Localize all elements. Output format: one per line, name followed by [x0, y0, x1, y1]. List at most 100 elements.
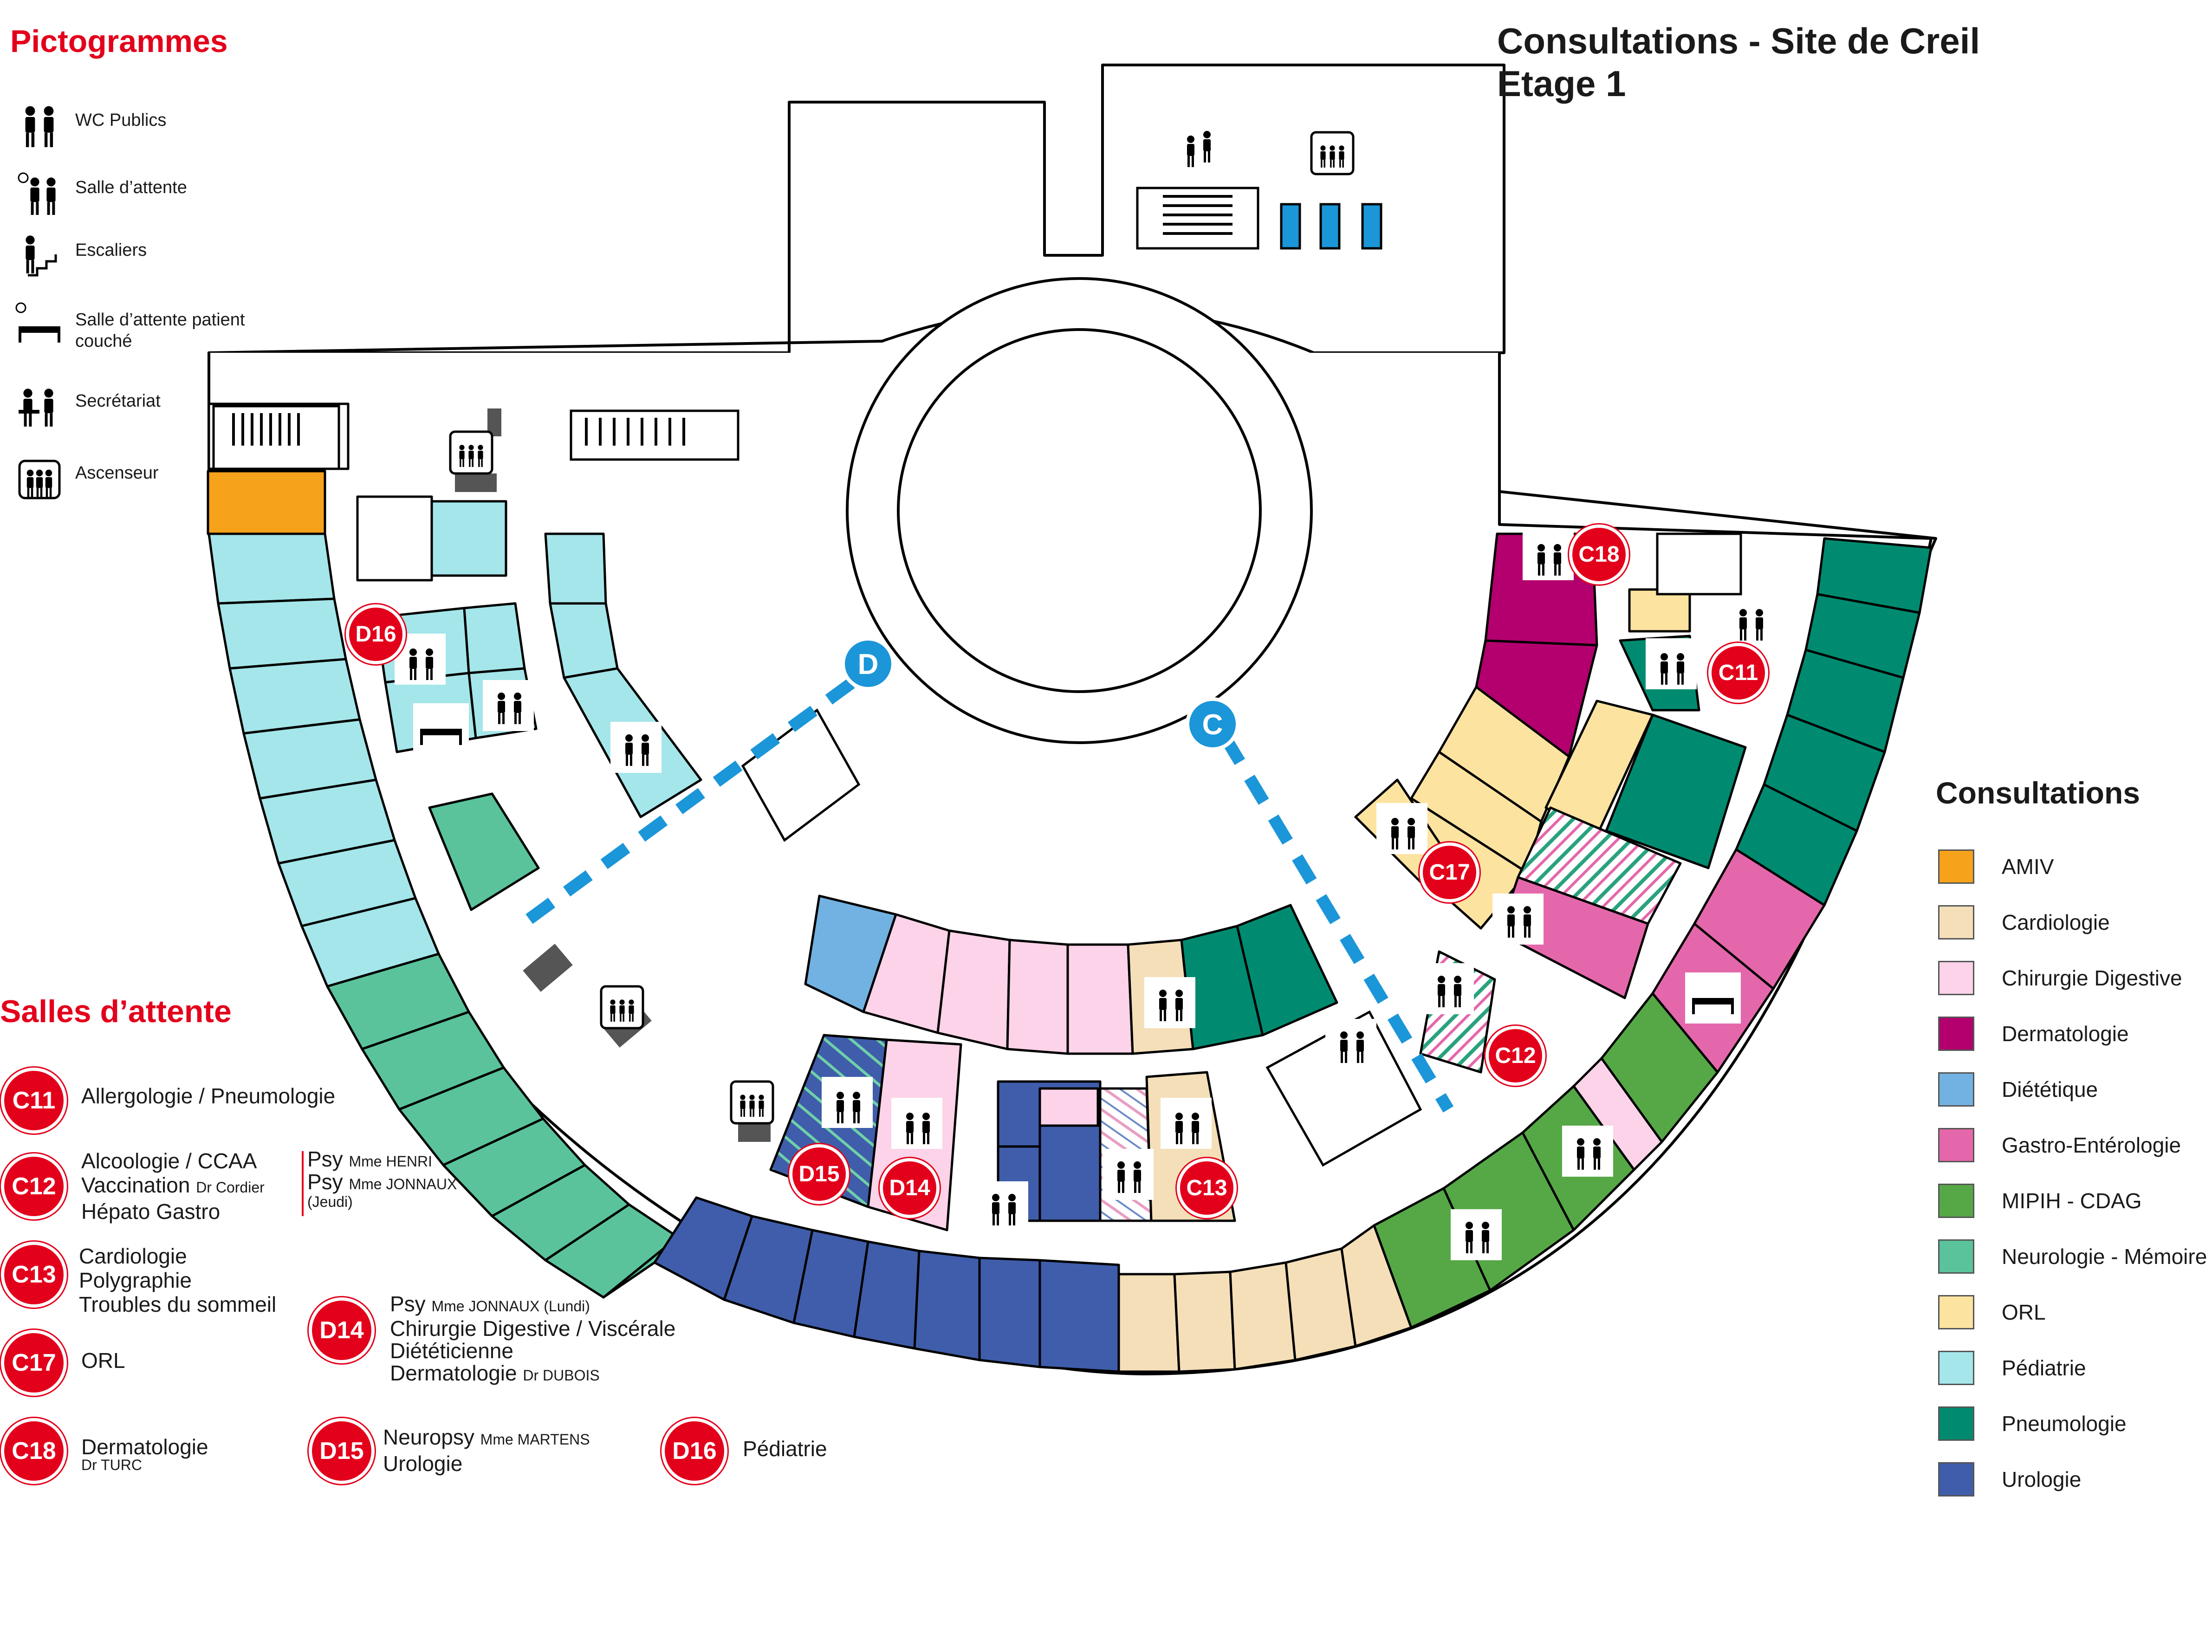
stairs-d — [741, 708, 861, 842]
room-orl — [1628, 588, 1691, 633]
salle-c17-text: ORL — [81, 1348, 125, 1373]
salle-c13-text: Cardiologie Polygraphie Troubles du somm… — [79, 1244, 276, 1316]
legend-label: ORL — [2002, 1300, 2046, 1324]
elevator-icon — [600, 985, 644, 1030]
salle-badge-d14[interactable]: D14 — [309, 1297, 375, 1363]
pictogrammes-heading: Pictogrammes — [10, 24, 228, 59]
room-urologie — [1038, 1124, 1102, 1222]
waiting-room-icon — [1376, 803, 1427, 854]
stretcher-icon — [15, 302, 60, 343]
salle-badge-c18[interactable]: C18 — [1, 1418, 67, 1484]
stretcher-icon — [413, 703, 469, 754]
room-neurologie — [428, 792, 540, 911]
map-badge-c11[interactable]: C11 — [1708, 643, 1768, 703]
picto-stairs: Escaliers — [14, 227, 302, 279]
salle-badge-c13[interactable]: C13 — [1, 1242, 67, 1308]
elevator-icon — [449, 430, 493, 475]
salle-c12-psy1: Psy — [307, 1147, 343, 1171]
salle-d15-text: Neuropsy Mme MARTENS Urologie — [383, 1425, 590, 1476]
secretariat-icon — [1451, 1209, 1502, 1260]
wc-icon — [483, 680, 534, 731]
consultations-heading: Consultations — [1936, 776, 2140, 810]
stairs-east — [1656, 532, 1742, 596]
picto-wc: WC Publics — [14, 97, 302, 149]
corridor-label-d: D — [858, 648, 879, 680]
corridor-c — [1220, 735, 1454, 1113]
picto-elevator-label: Ascenseur — [75, 463, 159, 483]
legend-swatch — [1938, 1017, 1974, 1051]
salle-c12-psy: Psy Mme HENRI Psy Mme JONNAUX (Jeudi) — [307, 1147, 457, 1209]
salle-badge-d15[interactable]: D15 — [309, 1418, 375, 1484]
salle-c13-line2: Polygraphie — [79, 1268, 192, 1292]
legend-swatch — [1938, 1462, 1974, 1497]
salle-c12-line2-small: Dr Cordier — [196, 1179, 265, 1196]
legend-label: AMIV — [2002, 855, 2054, 879]
salle-d14-line2: Chirurgie Digestive / Viscérale — [390, 1316, 676, 1341]
waiting-room-icon — [18, 172, 56, 215]
map-badge-d16[interactable]: D16 — [346, 604, 406, 664]
legend-label: Neurologie - Mémoire — [2002, 1244, 2207, 1269]
secretariat-icon — [19, 389, 53, 427]
legend-swatch — [1938, 1295, 1974, 1329]
room-urologie — [978, 1257, 1041, 1368]
salle-badge-d16[interactable]: D16 — [662, 1418, 727, 1484]
room-pediatrie — [463, 602, 526, 674]
legend-label: Gastro-Entérologie — [2002, 1133, 2181, 1157]
secretariat-icon — [610, 722, 662, 773]
secretariat-icon — [1144, 977, 1195, 1028]
map-badge-c12[interactable]: C12 — [1485, 1026, 1545, 1086]
picto-waiting-label: Salle d’attente — [75, 178, 187, 197]
room-urologie — [913, 1250, 981, 1361]
elevator-icon — [730, 1080, 774, 1125]
salle-c18-line1: Dermatologie — [81, 1435, 208, 1459]
room-pediatrie — [208, 532, 336, 605]
picto-waiting: Salle d’attente — [14, 165, 302, 216]
picto-secretariat: Secrétariat — [14, 378, 302, 429]
room-pediatrie — [217, 597, 347, 670]
map-badge-c18[interactable]: C18 — [1569, 525, 1629, 584]
picto-wc-label: WC Publics — [75, 110, 167, 130]
salle-d14-line4-small: Dr DUBOIS — [523, 1367, 600, 1384]
stretcher-icon — [1685, 972, 1741, 1024]
salle-d14-line1: Psy — [390, 1292, 426, 1316]
room-cardiologie — [1173, 1270, 1236, 1373]
salle-c13-line3: Troubles du sommeil — [79, 1292, 277, 1316]
map-badge-c13[interactable]: C13 — [1177, 1158, 1237, 1218]
salle-badge-c11[interactable]: C11 — [1, 1068, 67, 1134]
legend-swatch — [1938, 1072, 1974, 1107]
salle-c12-line1: Alcoologie / CCAA — [81, 1149, 257, 1173]
secretariat-icon — [1562, 1126, 1613, 1177]
picto-elevator: Ascenseur — [14, 450, 302, 501]
room-pediatrie — [430, 500, 507, 577]
salle-badge-c17[interactable]: C17 — [1, 1330, 67, 1396]
wc-icon — [1423, 963, 1474, 1014]
map-badge-d14[interactable]: D14 — [880, 1158, 940, 1218]
salle-c12-line3: Hépato Gastro — [81, 1199, 221, 1224]
legend-swatch — [1938, 1239, 1974, 1274]
stairs-icon — [26, 235, 57, 277]
picto-secretariat-label: Secrétariat — [75, 391, 161, 411]
legend-swatch — [1938, 905, 1974, 939]
legend-label: Pneumologie — [2002, 1412, 2127, 1436]
legend-label: Chirurgie Digestive — [2002, 966, 2182, 990]
legend-swatch — [1938, 1128, 1974, 1162]
salle-d15-line1-small: Mme MARTENS — [480, 1431, 590, 1448]
room-chirurgie — [1066, 943, 1134, 1055]
picto-stretcher-label: Salle d’attente patient couché — [75, 310, 245, 351]
salle-d16-text: Pédiatrie — [743, 1437, 827, 1461]
room-cardiologie — [1117, 1273, 1181, 1373]
salle-c13-line1: Cardiologie — [79, 1244, 187, 1268]
salle-c12-text: Alcoologie / CCAA Vaccination Dr Cordier… — [81, 1149, 265, 1224]
room-pneumologie — [1816, 537, 1933, 614]
waiting-room-icon — [1646, 638, 1697, 689]
map-title-line1: Consultations - Site de Creil — [1497, 20, 1980, 61]
map-badge-c17[interactable]: C17 — [1420, 842, 1479, 902]
secretariat-icon — [1103, 1149, 1154, 1200]
map-badge-d15[interactable]: D15 — [789, 1144, 849, 1204]
wc-icon — [25, 106, 54, 147]
salle-badge-c12[interactable]: C12 — [1, 1153, 67, 1219]
salle-d14-line3: Diététicienne — [390, 1339, 513, 1363]
room-chirurgie — [1006, 939, 1069, 1055]
wc-icon — [977, 1181, 1028, 1232]
salle-d15-line2: Urologie — [383, 1451, 463, 1476]
